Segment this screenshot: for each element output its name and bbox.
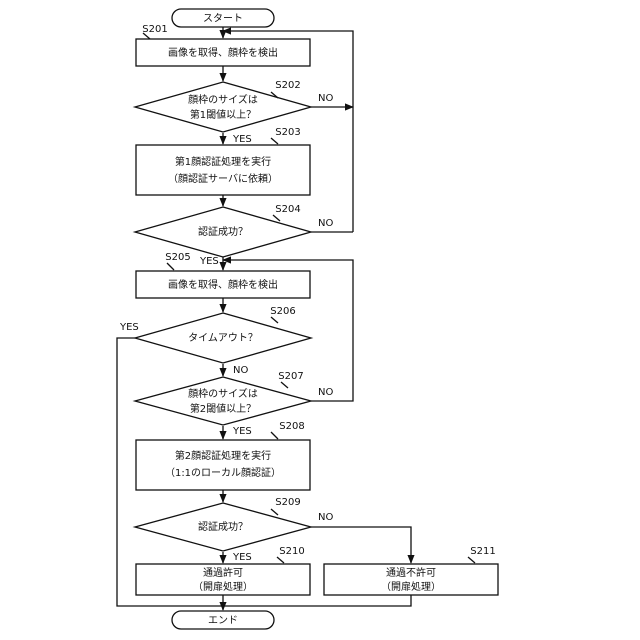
- s211-text-2: （開扉処理）: [381, 580, 441, 593]
- node-s203: 第1顔認証処理を実行 （顔認証サーバに依頼）: [136, 145, 310, 195]
- s203-text-1: 第1顔認証処理を実行: [175, 155, 271, 168]
- s210-text-2: （開扉処理）: [193, 580, 253, 593]
- node-s211: 通過不許可 （開扉処理）: [324, 564, 498, 595]
- node-s208: 第2顔認証処理を実行 （1:1のローカル顔認証）: [136, 440, 310, 490]
- s207-text-1: 顔枠のサイズは: [188, 387, 258, 400]
- s205-text-1: 画像を取得、顔枠を検出: [168, 278, 278, 291]
- s207-text-2: 第2閾値以上？: [190, 402, 256, 415]
- s202-yes-label: YES: [232, 134, 252, 145]
- s202-no-label: NO: [318, 93, 333, 104]
- step-s204: S204: [275, 204, 300, 215]
- s209-no-label: NO: [318, 512, 333, 523]
- step-s203: S203: [275, 127, 300, 138]
- s202-text-1: 顔枠のサイズは: [188, 93, 258, 106]
- start-terminal: スタート: [172, 9, 274, 27]
- s202-text-2: 第1閾値以上？: [190, 108, 256, 121]
- s209-text-1: 認証成功？: [198, 520, 248, 533]
- step-s206: S206: [270, 306, 295, 317]
- s201-text-1: 画像を取得、顔枠を検出: [168, 46, 278, 59]
- s204-text-1: 認証成功？: [198, 225, 248, 238]
- edge-s211-end: [223, 595, 411, 606]
- s204-no-label: NO: [318, 218, 333, 229]
- s207-no-label: NO: [318, 387, 333, 398]
- s211-text-1: 通過不許可: [386, 566, 436, 579]
- s209-yes-label: YES: [232, 552, 252, 563]
- end-terminal: エンド: [172, 611, 274, 629]
- s206-no-label: NO: [233, 365, 248, 376]
- step-s211: S211: [470, 546, 495, 557]
- decision-s206: タイムアウト？: [135, 313, 311, 363]
- edge-s209-no: [311, 527, 411, 563]
- s206-yes-label: YES: [119, 322, 139, 333]
- step-s201: S201: [142, 24, 167, 35]
- s208-text-2: （1:1のローカル顔認証）: [165, 466, 281, 479]
- s203-text-2: （顔認証サーバに依頼）: [168, 172, 278, 185]
- start-label: スタート: [203, 13, 243, 25]
- node-s205: 画像を取得、顔枠を検出: [136, 271, 310, 298]
- s206-text-1: タイムアウト？: [188, 332, 258, 344]
- s208-text-1: 第2顔認証処理を実行: [175, 449, 271, 462]
- step-s209: S209: [275, 497, 300, 508]
- step-s208: S208: [279, 421, 304, 432]
- step-s207: S207: [278, 371, 303, 382]
- end-label: エンド: [208, 616, 238, 627]
- node-s201: 画像を取得、顔枠を検出: [136, 39, 310, 66]
- step-s210: S210: [279, 546, 304, 557]
- node-s210: 通過許可 （開扉処理）: [136, 564, 310, 595]
- decision-s207: 顔枠のサイズは 第2閾値以上？: [135, 377, 311, 425]
- decision-s209: 認証成功？: [135, 503, 311, 551]
- step-s202: S202: [275, 80, 300, 91]
- s207-yes-label: YES: [232, 426, 252, 437]
- s210-text-1: 通過許可: [203, 566, 243, 579]
- s204-yes-label: YES: [199, 256, 219, 267]
- step-s205: S205: [165, 252, 190, 263]
